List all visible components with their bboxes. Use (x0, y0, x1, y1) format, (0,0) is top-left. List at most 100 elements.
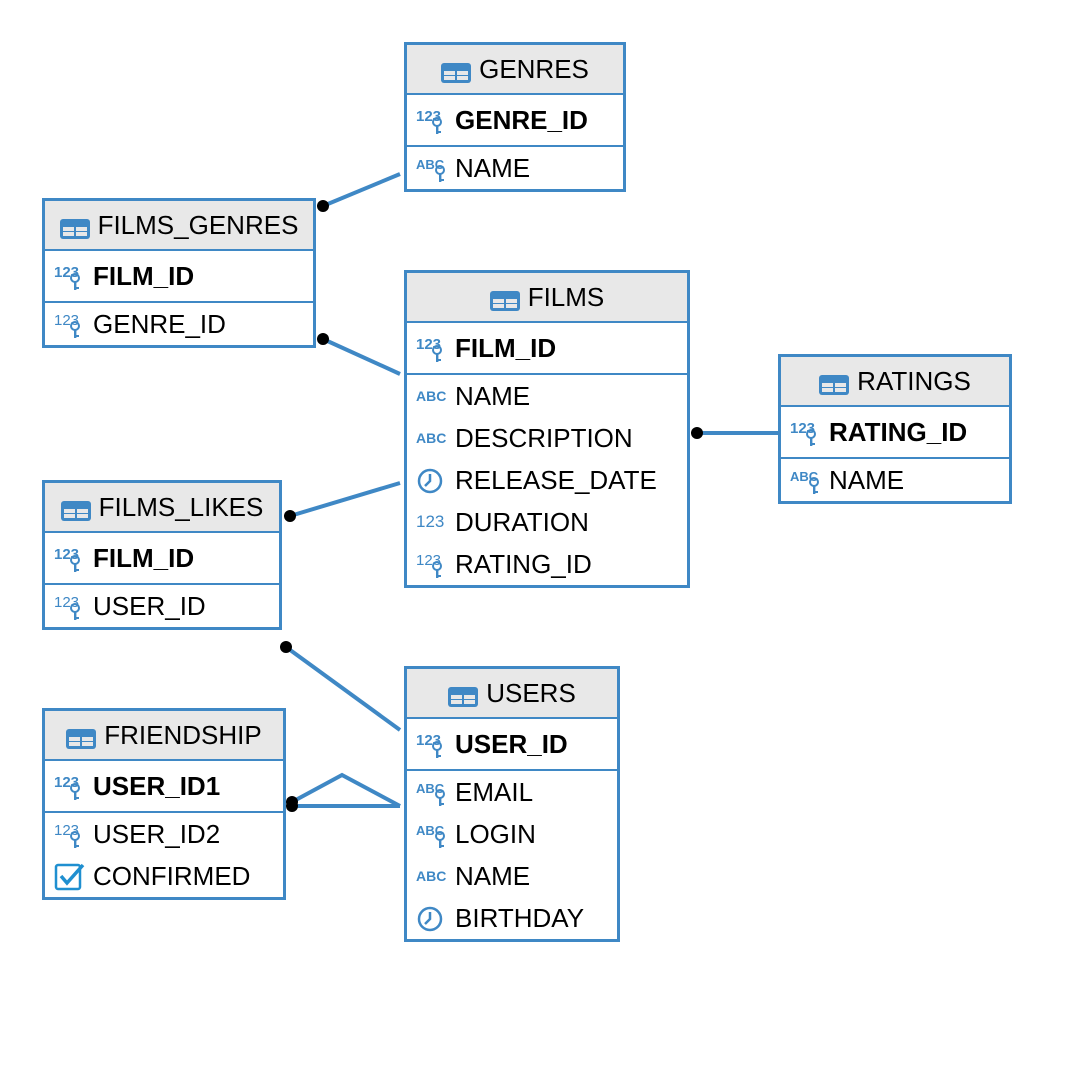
link-films-likes-to-users (284, 645, 402, 732)
number-key-icon: 123 (415, 105, 455, 135)
column-name: BIRTHDAY (455, 902, 585, 933)
number-key-icon: 123 (53, 543, 93, 573)
column-name: USER_ID (455, 728, 568, 759)
column-name: FILM_ID (455, 332, 557, 363)
column-name: CONFIRMED (93, 860, 251, 891)
number-key-icon: 123 (789, 417, 829, 447)
column-name: USER_ID1 (93, 770, 221, 801)
columns-section: ABC NAME (407, 147, 623, 189)
column-name: GENRE_ID (93, 308, 226, 339)
svg-text:ABC: ABC (416, 781, 445, 796)
primary-key-section: 123 USER_ID (407, 719, 617, 771)
column-name: NAME (455, 152, 531, 183)
svg-text:ABC: ABC (416, 868, 446, 884)
svg-text:ABC: ABC (416, 157, 445, 172)
column-row[interactable]: 123 FILM_ID (407, 323, 687, 373)
svg-text:123: 123 (790, 420, 815, 437)
svg-text:123: 123 (416, 732, 441, 749)
column-row[interactable]: 123 USER_ID1 (45, 761, 283, 811)
column-row[interactable]: 123 USER_ID (407, 719, 617, 769)
column-row[interactable]: ABC LOGIN (407, 813, 617, 855)
column-row[interactable]: 123 RATING_ID (407, 543, 687, 585)
columns-section: ABC NAME ABC DESCRIPTION RELEASE_DATE 123 DURA… (407, 375, 687, 585)
column-row[interactable]: 123 DURATION (407, 501, 687, 543)
link-dot (317, 333, 329, 345)
number-key-icon: 123 (53, 261, 93, 291)
svg-text:ABC: ABC (416, 430, 446, 446)
svg-text:123: 123 (54, 312, 79, 329)
entity-title: FILMS (527, 281, 605, 312)
table-icon (489, 287, 520, 311)
entity-header: FILMS_GENRES (45, 201, 313, 251)
text-icon: ABC (415, 423, 455, 453)
entity-title: USERS (486, 677, 576, 708)
link-dot (286, 800, 298, 812)
entity-header: FRIENDSHIP (45, 711, 283, 761)
entity-title: FRIENDSHIP (104, 719, 262, 750)
column-name: FILM_ID (93, 542, 195, 573)
column-row[interactable]: CONFIRMED (45, 855, 283, 897)
link-films-likes-to-films (289, 481, 401, 518)
number-key-icon: 123 (53, 591, 93, 621)
svg-text:123: 123 (416, 552, 441, 569)
column-name: NAME (455, 380, 531, 411)
text-icon: ABC (415, 861, 455, 891)
number-key-icon: 123 (53, 309, 93, 339)
link-dot (317, 200, 329, 212)
column-name: GENRE_ID (455, 104, 588, 135)
number-icon: 123 (415, 507, 455, 537)
column-name: LOGIN (455, 818, 536, 849)
number-key-icon: 123 (53, 819, 93, 849)
number-key-icon: 123 (415, 729, 455, 759)
column-name: DURATION (455, 506, 589, 537)
column-row[interactable]: BIRTHDAY (407, 897, 617, 939)
column-name: DESCRIPTION (455, 422, 633, 453)
number-key-icon: 123 (53, 771, 93, 801)
link-films-genres-to-films (322, 337, 401, 376)
svg-text:123: 123 (54, 264, 79, 281)
svg-text:123: 123 (416, 336, 441, 353)
svg-text:123: 123 (54, 774, 79, 791)
column-row[interactable]: ABC NAME (407, 147, 623, 189)
entity-title: GENRES (479, 53, 589, 84)
number-key-icon: 123 (415, 333, 455, 363)
number-key-icon: 123 (415, 549, 455, 579)
svg-text:ABC: ABC (416, 388, 446, 404)
table-icon (60, 497, 91, 521)
entity-header: FILMS_LIKES (45, 483, 279, 533)
link-friendship-to-users-upper (291, 772, 401, 808)
svg-text:123: 123 (416, 512, 444, 531)
checkbox-icon (53, 861, 93, 891)
column-row[interactable]: ABC DESCRIPTION (407, 417, 687, 459)
entity-films[interactable]: FILMS 123 FILM_ID ABC NAME ABC DESCRIPTION RE… (404, 270, 690, 588)
entity-header: FILMS (407, 273, 687, 323)
entity-title: FILMS_LIKES (98, 491, 264, 522)
svg-text:ABC: ABC (416, 823, 445, 838)
column-row[interactable]: RELEASE_DATE (407, 459, 687, 501)
column-name: RATING_ID (455, 548, 592, 579)
table-icon (448, 683, 479, 707)
column-row[interactable]: 123 GENRE_ID (45, 303, 313, 345)
column-row[interactable]: ABC NAME (407, 375, 687, 417)
